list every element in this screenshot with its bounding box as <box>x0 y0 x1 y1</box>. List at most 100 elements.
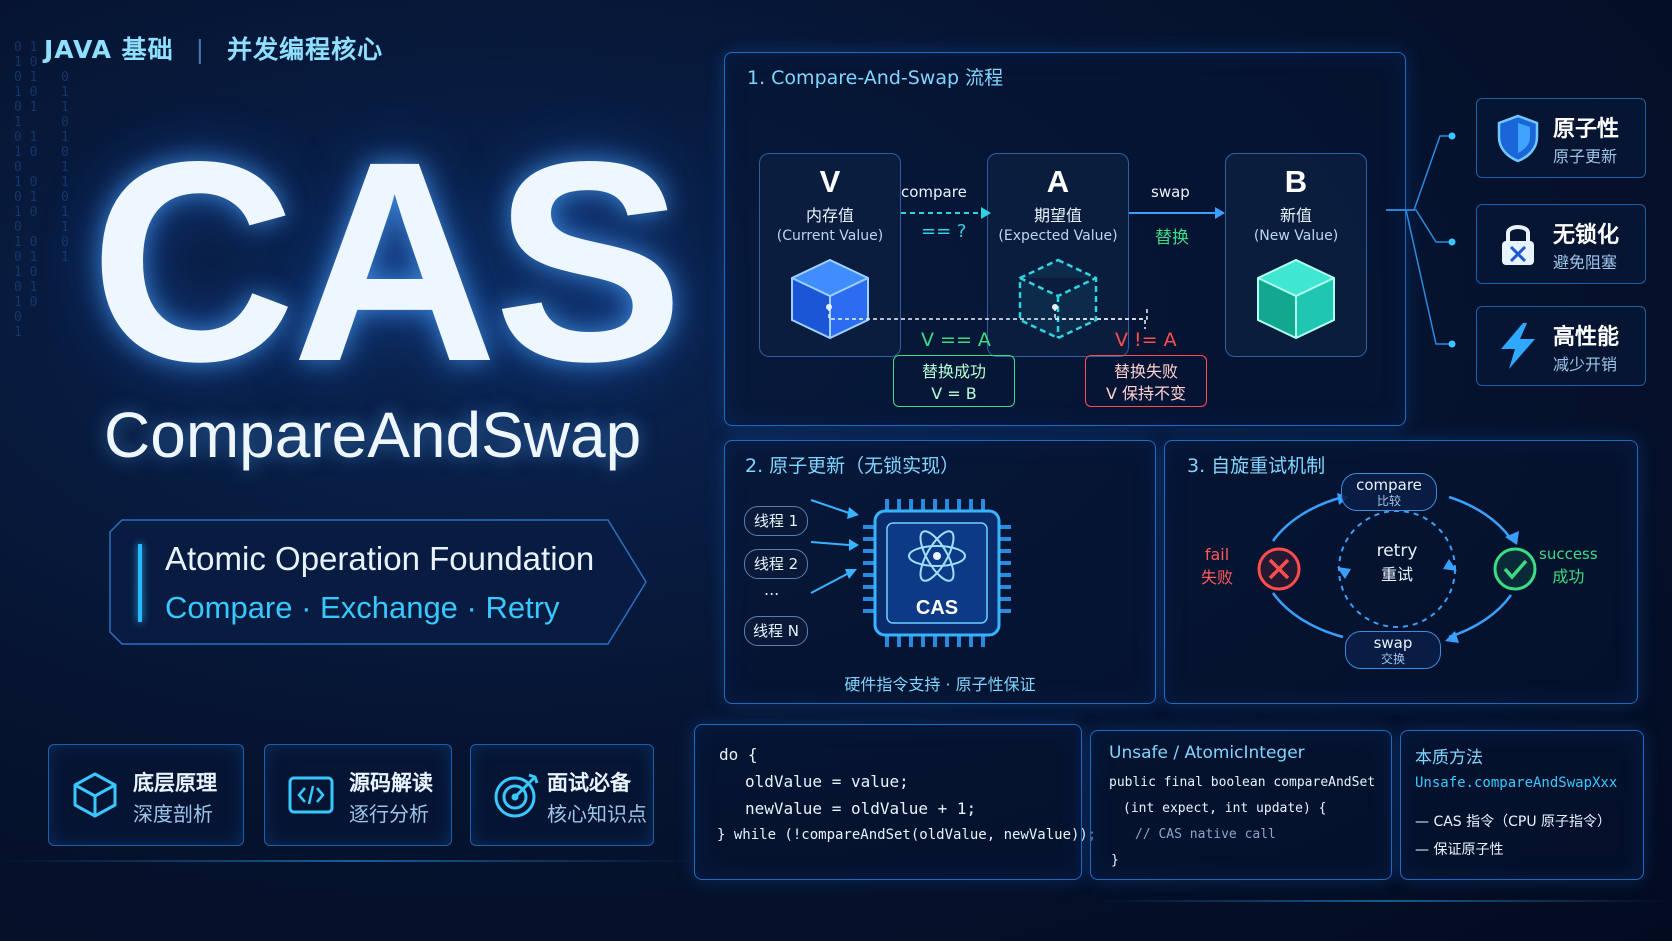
node-v: V 内存值 (Current Value) <box>759 153 901 357</box>
fail-condition: V != A <box>1115 329 1177 351</box>
compare-label: compare <box>901 183 967 201</box>
banner-frame <box>109 519 647 645</box>
success-result-box: 替换成功 V = B <box>893 355 1015 407</box>
node-cn: 新值 <box>1279 206 1312 225</box>
retry-cycle-diagram <box>1257 493 1537 643</box>
code3-bullet: — CAS 指令（CPU 原子指令） <box>1415 814 1612 830</box>
success-cn: 成功 <box>1552 567 1585 586</box>
success-line1: 替换成功 <box>921 362 986 381</box>
feature-desc: 深度剖析 <box>133 802 213 826</box>
feature-desc: 核心知识点 <box>547 802 647 826</box>
node-a: A 期望值 (Expected Value) <box>987 153 1129 357</box>
side-desc: 避免阻塞 <box>1553 253 1618 272</box>
node-letter: V <box>819 164 841 199</box>
compare-pill: compare 比较 <box>1341 473 1437 511</box>
feature-title: 源码解读 <box>349 771 433 795</box>
success-label: success 成功 <box>1539 545 1598 587</box>
fail-result-box: 替换失败 V 保持不变 <box>1085 355 1207 407</box>
node-cn: 期望值 <box>1033 206 1082 225</box>
code-line: oldValue = value; <box>745 772 909 791</box>
chip-label: CAS <box>915 597 959 619</box>
swap-label: swap <box>1151 183 1190 201</box>
swap-en: swap <box>1373 634 1413 652</box>
feature-card-source[interactable]: 源码解读 逐行分析 <box>264 744 452 846</box>
target-icon <box>494 773 539 818</box>
retry-en: retry <box>1376 541 1418 561</box>
code-line: public final boolean compareAndSet <box>1109 775 1376 790</box>
fail-line2: V 保持不变 <box>1105 384 1187 403</box>
code-line: // CAS native call <box>1135 827 1276 842</box>
code3-method: Unsafe.compareAndSwapXxx <box>1415 775 1618 791</box>
code-icon <box>288 776 334 814</box>
success-line2: V = B <box>931 384 977 403</box>
fail-line1: 替换失败 <box>1113 362 1178 381</box>
fail-cn: 失败 <box>1201 568 1234 587</box>
banner-line2: Compare · Exchange · Retry <box>165 590 560 625</box>
node-en: (New Value) <box>1253 228 1339 244</box>
retry-cn: 重试 <box>1380 565 1413 584</box>
node-b: B 新值 (New Value) <box>1225 153 1367 357</box>
thread-chip: 线程 1 <box>744 506 808 536</box>
feature-title: 底层原理 <box>133 771 217 795</box>
binary-rain-decoration: 0 1 1 0 0 1 0 1 0 1 0 1 1 1 0 0 1 1 1 0 … <box>14 40 69 340</box>
code-snippet-loop: do { oldValue = value; newValue = oldVal… <box>694 724 1096 880</box>
side-card-performance[interactable]: 高性能 减少开销 <box>1476 306 1646 386</box>
side-desc: 减少开销 <box>1553 355 1618 374</box>
code-line: do { <box>719 745 758 764</box>
feature-card-principle[interactable]: 底层原理 深度剖析 <box>48 744 244 846</box>
banner-accent-bar <box>138 544 142 622</box>
code-line: newValue = oldValue + 1; <box>745 799 977 818</box>
code-line: } while (!compareAndSet(oldValue, newVal… <box>717 827 1097 843</box>
code-line: (int expect, int update) { <box>1123 801 1327 816</box>
retry-label: retry 重试 <box>1361 541 1433 585</box>
cube-icon <box>1257 258 1335 340</box>
code-line: } <box>1111 853 1119 868</box>
fail-en: fail <box>1204 545 1230 564</box>
feature-desc: 逐行分析 <box>349 802 429 826</box>
side-title: 无锁化 <box>1553 223 1620 248</box>
spin-title: 3. 自旋重试机制 <box>1187 455 1326 477</box>
swap-pill: swap 交换 <box>1345 631 1441 669</box>
feature-card-interview[interactable]: 面试必备 核心知识点 <box>470 744 654 846</box>
success-en: success <box>1539 545 1598 563</box>
feature-title: 面试必备 <box>547 771 631 795</box>
node-letter: A <box>1046 164 1070 199</box>
node-letter: B <box>1284 164 1308 199</box>
hero-title: CAS <box>90 103 684 421</box>
code3-title: 本质方法 <box>1415 748 1483 768</box>
code3-bullet: — 保证原子性 <box>1415 842 1504 858</box>
side-desc: 原子更新 <box>1553 147 1618 166</box>
unlock-icon <box>1502 225 1534 265</box>
cas-flow-panel: 1. Compare-And-Swap 流程 V 内存值 (Current Va… <box>724 52 1406 426</box>
tagline-banner: Atomic Operation Foundation Compare · Ex… <box>108 518 648 646</box>
node-cn: 内存值 <box>805 206 854 225</box>
fail-label: fail 失败 <box>1201 545 1233 588</box>
shield-icon <box>1497 114 1539 163</box>
success-condition: V == A <box>921 329 991 351</box>
header: JAVA 基础|并发编程核心 <box>44 35 384 64</box>
cube-icon <box>73 772 117 818</box>
header-left: JAVA 基础 <box>44 35 174 64</box>
node-en: (Current Value) <box>776 228 884 244</box>
banner-line1: Atomic Operation Foundation <box>165 540 595 577</box>
hero-subtitle: CompareAndSwap <box>104 399 642 471</box>
side-card-atomicity[interactable]: 原子性 原子更新 <box>1476 98 1646 178</box>
side-card-lockfree[interactable]: 无锁化 避免阻塞 <box>1476 204 1646 284</box>
thread-ellipsis: ... <box>764 580 780 599</box>
essence-method-box: 本质方法 Unsafe.compareAndSwapXxx — CAS 指令（C… <box>1400 730 1644 880</box>
header-right: 并发编程核心 <box>227 35 384 64</box>
thread-chip: 线程 N <box>744 616 808 646</box>
node-en: (Expected Value) <box>998 228 1118 244</box>
compare-op: == ? <box>921 221 967 242</box>
cube-icon <box>791 258 869 340</box>
spin-retry-panel: 3. 自旋重试机制 compare 比较 swap 交换 retry 重试 fa… <box>1164 440 1638 704</box>
lightning-icon <box>1501 323 1535 369</box>
glow-line <box>1100 900 1672 902</box>
side-connectors <box>1386 132 1456 348</box>
chip-diagram <box>810 499 1011 647</box>
atomic-footer: 硬件指令支持 · 原子性保证 <box>844 675 1036 694</box>
side-title: 原子性 <box>1553 117 1620 142</box>
flow-connectors <box>826 207 1225 329</box>
compare-cn: 比较 <box>1376 494 1401 508</box>
swap-cn: 替换 <box>1155 228 1189 248</box>
